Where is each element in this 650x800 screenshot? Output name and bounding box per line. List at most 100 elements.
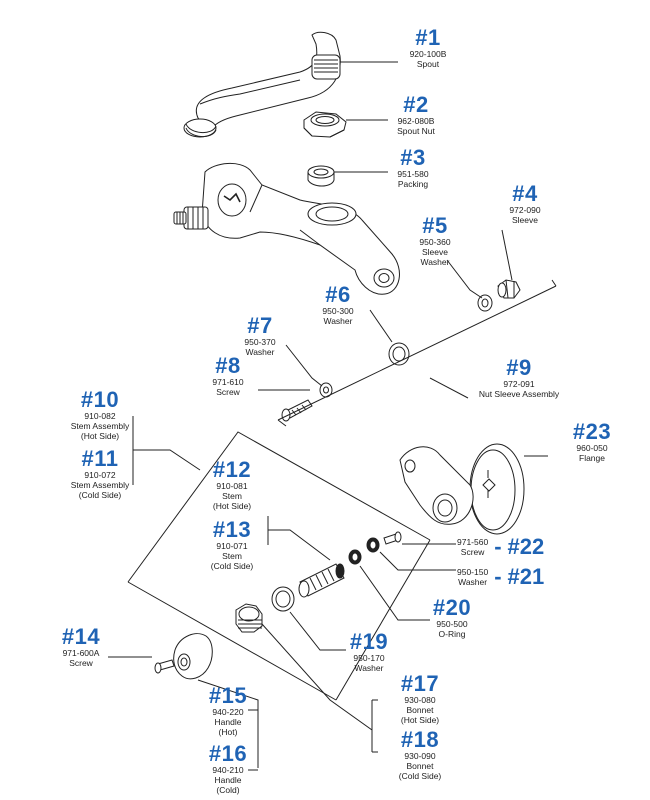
callout-number: #9 — [506, 355, 532, 380]
callout-14: #14 971-600A Screw — [54, 625, 108, 668]
part-number: 910-072 — [84, 470, 116, 481]
callout-number: #12 — [212, 457, 252, 482]
washer-19-part — [271, 586, 295, 612]
stem-part — [298, 563, 345, 598]
callout-number: #14 — [61, 624, 101, 649]
part-description: Stem Assembly — [70, 421, 130, 432]
part-description: Washer — [420, 257, 450, 268]
part-description: Sleeve — [422, 247, 448, 258]
part-number: 950-360 — [419, 237, 451, 248]
part-description: Nut Sleeve Assembly — [478, 389, 560, 400]
part-number: 910-081 — [216, 481, 248, 492]
sleeve-washer-part — [477, 294, 493, 312]
part-description: (Cold Side) — [398, 771, 442, 782]
part-description: Washer — [245, 347, 275, 358]
part-number: 930-090 — [404, 751, 436, 762]
callout-7: #7 950-370 Washer — [238, 314, 282, 357]
left-bonnet-part — [235, 603, 263, 633]
callout-20: #20 950-500 O-Ring — [424, 596, 480, 639]
part-number: 910-082 — [84, 411, 116, 422]
part-number: 960-050 — [576, 443, 608, 454]
sleeve-part — [497, 279, 521, 299]
callout-number: #13 — [212, 517, 252, 542]
part-description: Washer — [458, 577, 488, 587]
callout-number: #6 — [325, 282, 351, 307]
callout-number: #23 — [572, 419, 612, 444]
part-number: 971-600A — [62, 648, 100, 659]
part-number: 950-370 — [244, 337, 276, 348]
screw-22-part — [383, 531, 402, 545]
callout-number: #7 — [247, 313, 273, 338]
callout-13: #13 910-071 Stem (Cold Side) — [204, 518, 260, 571]
callout-dash: - — [494, 564, 502, 589]
flange-part — [469, 443, 525, 535]
callout-number: #21 — [507, 564, 545, 589]
part-number: 951-580 — [397, 169, 429, 180]
callout-9: #9 972-091 Nut Sleeve Assembly — [466, 356, 572, 399]
callout-number: #22 — [507, 534, 545, 559]
callout-22: 971-560 Screw - #22 — [457, 534, 544, 560]
part-description: (Cold Side) — [210, 561, 254, 572]
part-description: (Cold Side) — [78, 490, 122, 501]
callout-number: #18 — [400, 727, 440, 752]
callout-number: #1 — [415, 25, 441, 50]
part-description: Handle — [214, 717, 242, 728]
part-description: Washer — [354, 663, 384, 674]
callout-2: #2 962-080B Spout Nut — [388, 93, 444, 136]
callout-number: #5 — [422, 213, 448, 238]
callout-number: #10 — [80, 387, 120, 412]
callout-5: #5 950-360 Sleeve Washer — [412, 214, 458, 267]
callout-number: #8 — [215, 353, 241, 378]
callout-6: #6 950-300 Washer — [316, 283, 360, 326]
packing-part — [307, 165, 335, 187]
callout-number: #4 — [512, 181, 538, 206]
part-description: Spout — [416, 59, 440, 70]
callout-number: #2 — [403, 92, 429, 117]
part-number: 910-071 — [216, 541, 248, 552]
handle-part — [173, 633, 213, 680]
callout-11: #11 910-072 Stem Assembly (Cold Side) — [62, 447, 138, 500]
callout-4: #4 972-090 Sleeve — [503, 182, 547, 225]
part-description: Stem — [222, 551, 242, 562]
callout-1: #1 920-100B Spout — [398, 26, 458, 69]
callout-number: #16 — [208, 741, 248, 766]
part-description: Handle — [214, 775, 242, 786]
part-description: (Hot Side) — [80, 431, 120, 442]
callout-8: #8 971-610 Screw — [206, 354, 250, 397]
leader-lines — [108, 61, 557, 771]
part-number: 950-170 — [353, 653, 385, 664]
part-description: Screw — [460, 547, 485, 557]
part-number: 971-610 — [212, 377, 244, 388]
part-number: 950-500 — [436, 619, 468, 630]
callout-number: #3 — [400, 145, 426, 170]
part-description: (Hot Side) — [400, 715, 440, 726]
callout-number: #19 — [349, 629, 389, 654]
part-description: Flange — [579, 453, 605, 464]
faucet-body-part — [173, 163, 400, 295]
part-description: Bonnet — [406, 761, 434, 772]
part-description: Screw — [216, 387, 240, 398]
callout-16: #16 940-210 Handle (Cold) — [200, 742, 256, 795]
part-description: Stem Assembly — [70, 480, 130, 491]
callout-19: #19 950-170 Washer — [342, 630, 396, 673]
callout-23: #23 960-050 Flange — [560, 420, 624, 463]
part-description: O-Ring — [438, 629, 466, 640]
part-description: Sleeve — [512, 215, 538, 226]
callout-18: #18 930-090 Bonnet (Cold Side) — [388, 728, 452, 781]
part-description: Spout Nut — [397, 126, 435, 137]
callout-21: 950-150 Washer - #21 — [457, 564, 544, 590]
callout-12: #12 910-081 Stem (Hot Side) — [204, 458, 260, 511]
part-description: Washer — [323, 316, 353, 327]
part-description: Screw — [69, 658, 93, 669]
part-number: 972-090 — [509, 205, 541, 216]
callout-number: #20 — [432, 595, 472, 620]
right-bonnet-part — [399, 446, 474, 525]
part-number: 972-091 — [503, 379, 535, 390]
part-description: (Hot) — [218, 727, 238, 738]
part-description: Packing — [397, 179, 429, 190]
callout-number: #17 — [400, 671, 440, 696]
part-number: 930-080 — [404, 695, 436, 706]
screw-14-part — [154, 659, 175, 674]
